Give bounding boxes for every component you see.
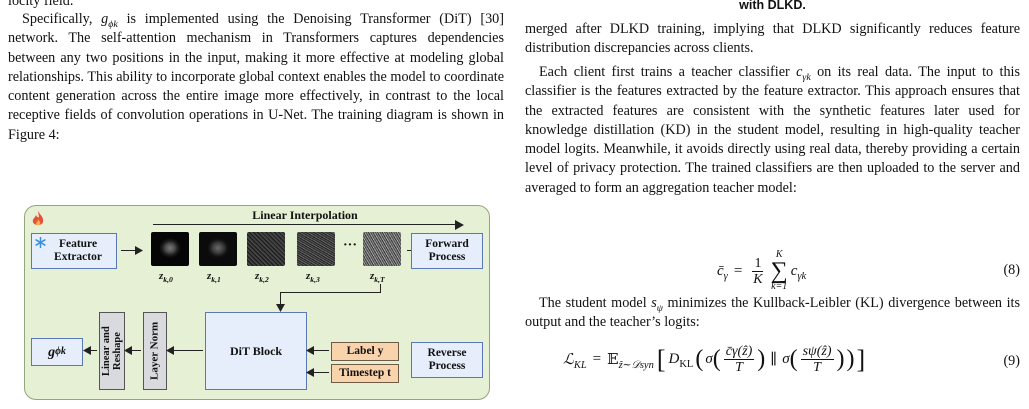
forward-process-box: Forward Process	[411, 233, 483, 269]
layer-norm-box: Layer Norm	[143, 312, 167, 390]
image-z-kT	[363, 232, 401, 266]
feature-extractor-box: Feature Extractor	[31, 233, 117, 269]
equation-number-9: (9)	[1003, 353, 1020, 369]
paragraph-teacher-classifier: Each client first trains a teacher class…	[525, 64, 1020, 196]
image-z-k2	[247, 232, 285, 266]
reverse-process-box: Reverse Process	[411, 342, 483, 378]
label-z-k0: zk,0	[159, 270, 173, 285]
paragraph-dlkd-merge: merged after DLKD training, implying tha…	[525, 21, 1020, 57]
arrow-head	[124, 346, 132, 355]
equation-number-8: (8)	[1003, 262, 1020, 278]
label-y-box: Label y	[331, 342, 399, 361]
linear-reshape-box: Linear and Reshape	[99, 312, 125, 390]
interpolation-arrow	[153, 224, 459, 226]
snowflake-icon	[35, 237, 46, 248]
arrow-head	[83, 346, 91, 355]
label-z-k2: zk,2	[255, 270, 269, 285]
arrow-head	[276, 304, 285, 312]
math-c-gamma: cγk	[796, 64, 811, 83]
equation-9: ℒKL = 𝔼ẑ∼𝒟syn [ DKL ( σ ( c̄γ(ẑ)T ) ∥ σ …	[563, 344, 1020, 375]
training-diagram: Linear Interpolation Feature Extractor ·…	[24, 205, 490, 400]
arrow-head	[455, 220, 464, 230]
math-s-psi: sψ	[651, 295, 663, 314]
timestep-t-box: Timestep t	[331, 364, 399, 383]
linear-interpolation-title: Linear Interpolation	[252, 208, 358, 222]
arrow-head	[166, 346, 174, 355]
dit-block-box: DiT Block	[205, 312, 307, 390]
ellipsis: ···	[343, 238, 358, 253]
arrow-head	[135, 246, 143, 255]
fragment-top-text: locity field.	[8, 0, 74, 9]
image-z-k0	[151, 232, 189, 266]
math-g-phi: gϕk	[101, 11, 118, 30]
image-z-k1	[199, 232, 237, 266]
arrow-head	[306, 346, 314, 355]
cut-off-line: locity field.	[8, 0, 504, 10]
paragraph-student-model: The student model sψ minimizes the Kullb…	[525, 295, 1020, 331]
figure-caption-tail: with DLKD.	[739, 0, 806, 12]
image-z-k3	[297, 232, 335, 266]
label-z-k1: zk,1	[207, 270, 221, 285]
paragraph-dit: Specifically, gϕk is implemented using t…	[8, 11, 504, 143]
arrow-head	[306, 368, 314, 377]
label-z-k3: zk,3	[306, 270, 320, 285]
label-z-kT: zk,T	[370, 270, 385, 285]
flame-icon	[32, 211, 44, 226]
